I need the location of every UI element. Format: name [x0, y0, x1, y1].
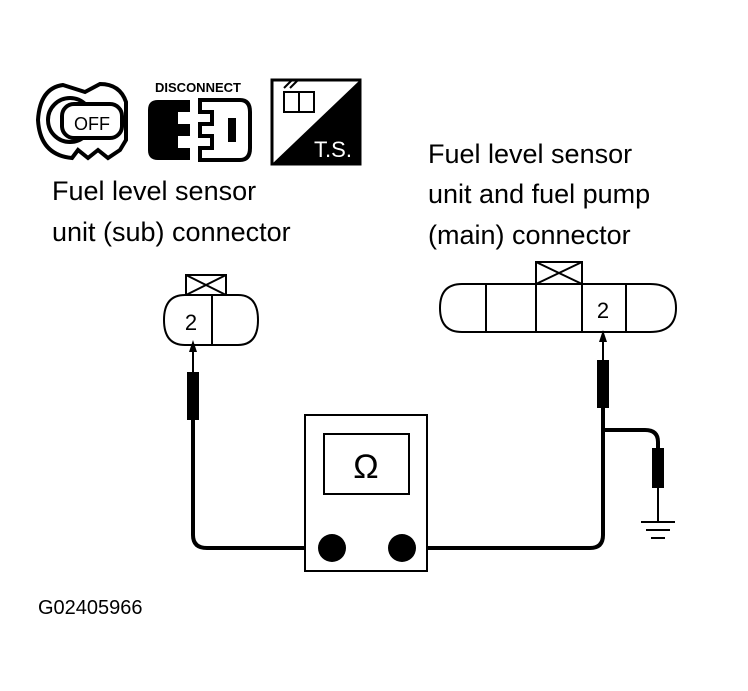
meter-terminal-left [318, 534, 346, 562]
disconnect-label: DISCONNECT [155, 80, 241, 95]
main-connector-caption-line3: (main) connector [428, 220, 631, 250]
disconnect-connector-icon: DISCONNECT [148, 80, 252, 162]
ohmmeter: Ω [304, 414, 428, 572]
ignition-off-label: OFF [74, 114, 110, 134]
sub-connector-caption-line2: unit (sub) connector [52, 217, 291, 247]
main-connector-pin-label: 2 [597, 298, 609, 323]
sub-connector-pin-label: 2 [185, 310, 197, 335]
main-connector-caption-line2: unit and fuel pump [428, 179, 650, 209]
sub-connector: 2 [162, 274, 260, 346]
meter-terminal-right [388, 534, 416, 562]
ignition-key-off-icon: OFF [35, 81, 128, 161]
harness-connector-ts-icon: T.S. [270, 78, 362, 166]
ground-symbol-icon [641, 521, 675, 539]
ts-label: T.S. [314, 137, 352, 162]
ground-lead [603, 428, 664, 522]
left-test-probe [187, 340, 330, 550]
right-test-probe [402, 330, 609, 550]
figure-code: G02405966 [38, 597, 143, 619]
main-connector: 2 [438, 261, 678, 333]
main-connector-caption-line1: Fuel level sensor [428, 139, 632, 169]
sub-connector-caption-line1: Fuel level sensor [52, 176, 256, 206]
ohm-symbol: Ω [353, 448, 378, 486]
